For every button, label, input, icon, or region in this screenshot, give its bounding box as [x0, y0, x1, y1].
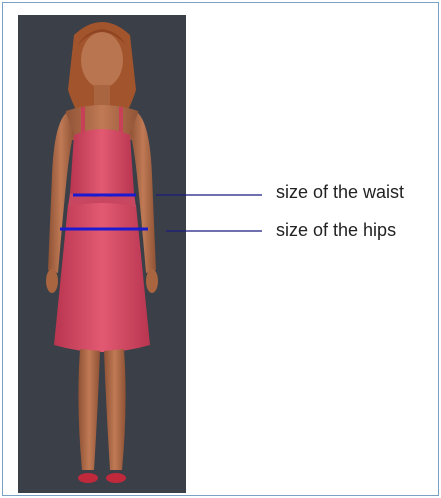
hips-label: size of the hips: [276, 220, 396, 240]
waist-label: size of the waist: [276, 182, 404, 202]
